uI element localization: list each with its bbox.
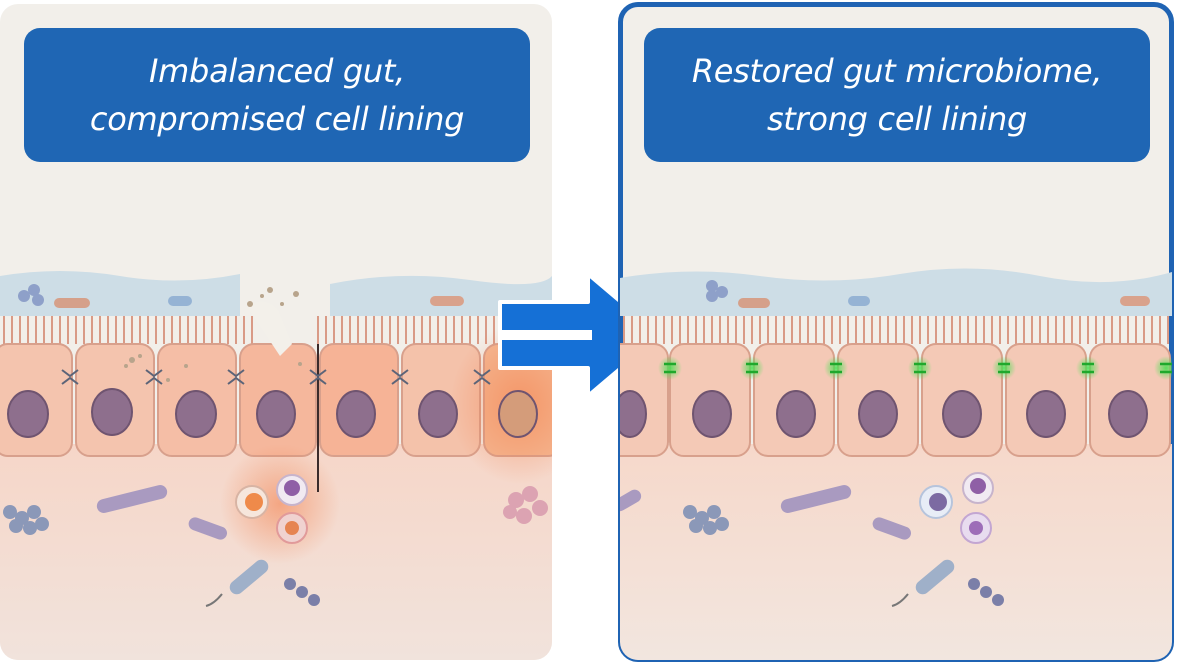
barrier-leak (248, 301, 292, 356)
panel-title-restored: Restored gut microbiome, strong cell lin… (691, 52, 1103, 138)
panel-imbalanced-gut: Imbalanced gut, compromised cell lining (0, 4, 552, 660)
panel-title-imbalanced: Imbalanced gut, compromised cell lining (89, 52, 465, 138)
lumen-bacteria (620, 484, 1004, 607)
broken-junction-icon (61, 369, 491, 385)
inflammation-glow (220, 444, 340, 564)
cell-nuclei (7, 388, 538, 438)
mucus-bacteria (706, 280, 1150, 308)
cell-nuclei (620, 390, 1148, 438)
lumen-bacteria (3, 484, 320, 607)
panel-restored-gut: Restored gut microbiome, strong cell lin… (618, 2, 1174, 662)
sealed-junction-icon (658, 356, 1172, 380)
mucus-layer (330, 275, 552, 316)
lamina-propria (620, 444, 1172, 660)
immune-cells (235, 474, 548, 544)
title-box-imbalanced: Imbalanced gut, compromised cell lining (24, 28, 530, 162)
microvilli (623, 316, 1169, 344)
mucus-layer (620, 268, 1172, 316)
immune-cells (919, 472, 994, 544)
title-box-restored: Restored gut microbiome, strong cell lin… (644, 28, 1150, 162)
restored-gut-illustration (620, 268, 1172, 660)
mucus-bacteria (18, 284, 464, 308)
debris-particles (124, 287, 302, 382)
